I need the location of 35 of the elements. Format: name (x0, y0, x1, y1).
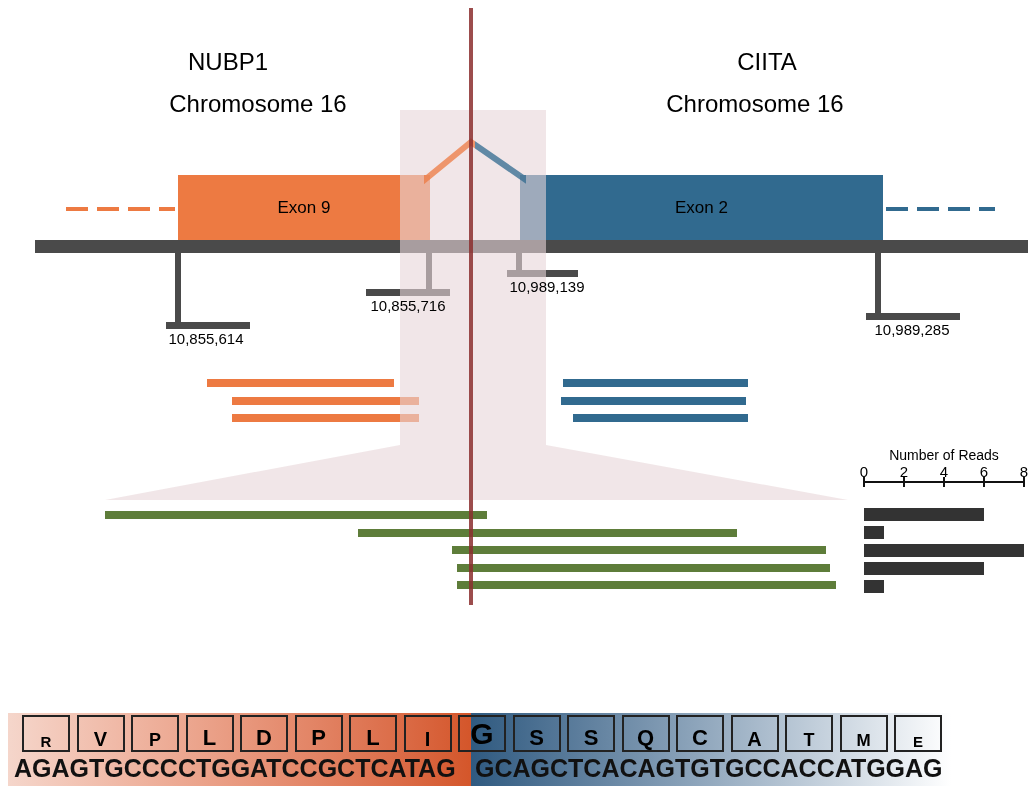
tick-label: 8 (1019, 464, 1029, 479)
gene-label: CIITA (737, 47, 797, 77)
genomic-coordinate: 10,855,716 (370, 298, 446, 313)
gene-label: Chromosome 16 (666, 89, 844, 119)
gene-label: Chromosome 16 (169, 89, 347, 119)
dna-sequence: AGAGTGCCCCTGGATCCGCTCATAG (14, 756, 456, 781)
amino-acid-tile: L (185, 715, 234, 752)
tick-label: 2 (899, 464, 909, 479)
amino-acid-tile: M (839, 715, 888, 752)
genomic-coordinate: 10,855,614 (168, 331, 244, 346)
amino-acid-tile: S (512, 715, 561, 752)
amino-acid-tile: C (676, 715, 724, 752)
amino-acid-tile: V (76, 715, 125, 752)
amino-acid-tile: P (294, 715, 343, 752)
amino-acid-tile: Q (621, 715, 670, 752)
amino-acid-tile: G (458, 715, 506, 752)
amino-acid-tile: E (894, 715, 942, 752)
gene-label: NUBP1 (188, 47, 268, 77)
amino-acid-tile: I (403, 715, 452, 752)
splice-junction-line (424, 138, 526, 185)
amino-acid-tile: D (240, 715, 288, 752)
tick-label: 4 (939, 464, 949, 479)
genomic-coordinate: 10,989,285 (874, 322, 950, 337)
amino-acid-tile: P (131, 715, 179, 752)
amino-acid-tile: L (349, 715, 397, 752)
amino-acid-tile: T (785, 715, 833, 752)
amino-acid-tile: A (730, 715, 779, 752)
tick-label: 0 (859, 464, 869, 479)
exon-box: Exon 9 (178, 175, 430, 240)
genomic-coordinate: 10,989,139 (509, 279, 585, 294)
tick-label: 6 (979, 464, 989, 479)
axis-title: Number of Reads (888, 448, 1000, 462)
amino-acid-tile: S (567, 715, 615, 752)
amino-acid-tile: R (22, 715, 70, 752)
exon-box: Exon 2 (520, 175, 883, 240)
